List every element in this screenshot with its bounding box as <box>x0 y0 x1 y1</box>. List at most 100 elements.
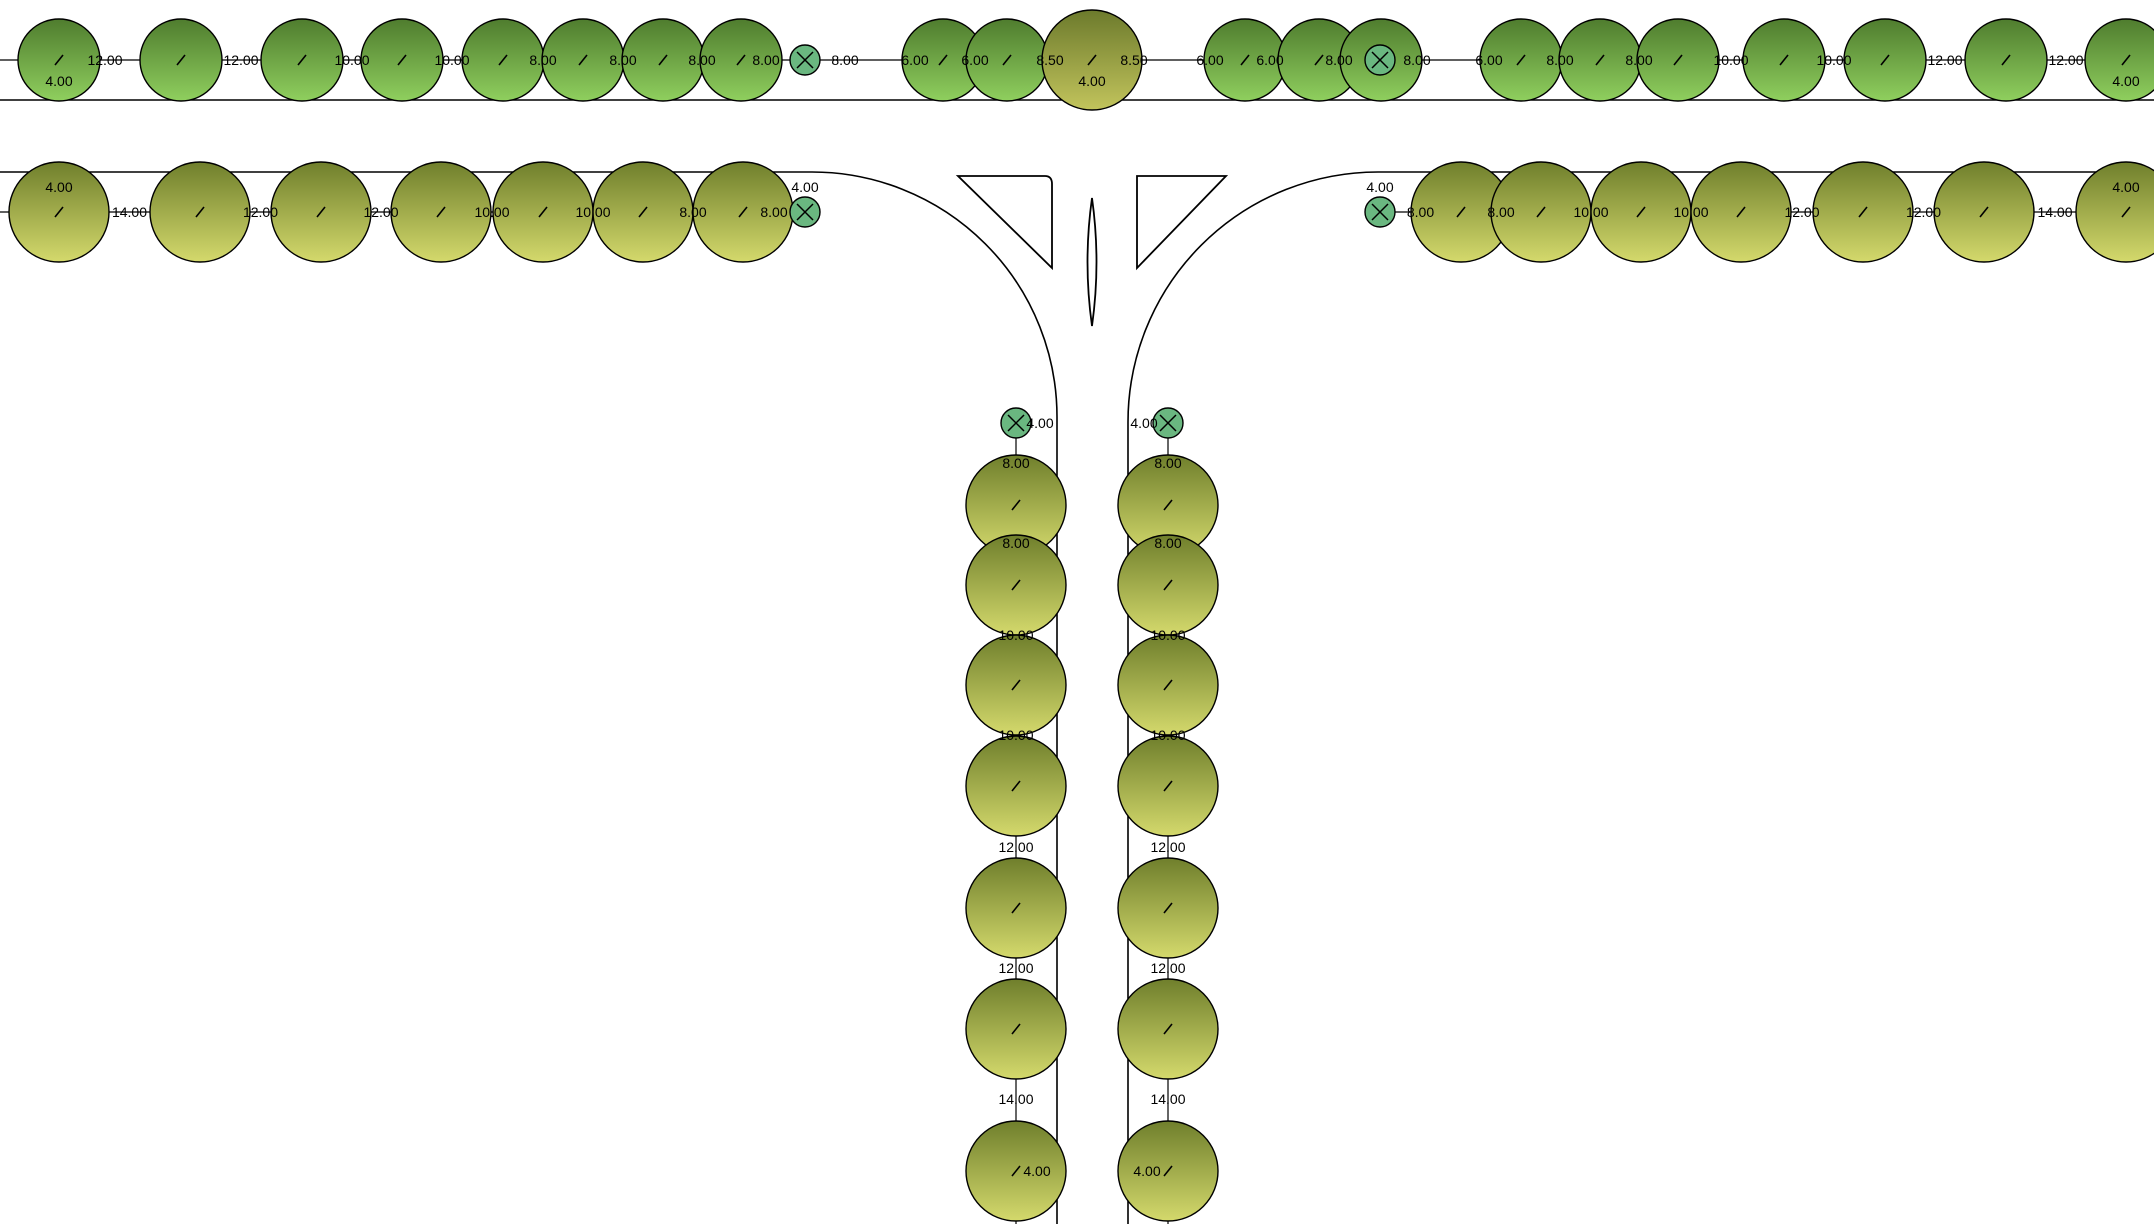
center-mark <box>1163 499 1173 511</box>
end-label: 4.00 <box>45 73 72 89</box>
second-row-left-tree <box>390 161 492 263</box>
second-row-right-tree <box>1410 161 1512 263</box>
spacing-label: 8.50 <box>1036 52 1063 68</box>
spacing-label: 10.00 <box>1573 204 1608 220</box>
center-mark <box>1536 206 1546 218</box>
second-row-left-tree <box>8 161 110 263</box>
center-mark <box>1163 780 1173 792</box>
spacing-label: 10.00 <box>1673 204 1708 220</box>
tree-rows <box>0 9 2154 1224</box>
spacing-label: 10.00 <box>434 52 469 68</box>
column-right-tree <box>1117 978 1219 1080</box>
spacing-label: 12.00 <box>1906 204 1941 220</box>
spacing-label: 8.00 <box>1403 52 1430 68</box>
spacing-label: 8.00 <box>752 52 779 68</box>
center-mark <box>1880 54 1890 66</box>
center-mark <box>538 206 548 218</box>
center-mark <box>1163 579 1173 591</box>
curb-return-right <box>1127 171 1379 1224</box>
dimension-labels: 12.00 12.00 10.00 10.00 8.00 8.00 8.00 8.00 8.00… <box>45 52 2139 1179</box>
spacing-label: 14.00 <box>112 204 147 220</box>
center-mark <box>1163 902 1173 914</box>
center-mark <box>2121 206 2131 218</box>
end-label: 4.00 <box>1366 179 1393 195</box>
column-right-tree <box>1117 857 1219 959</box>
spacing-label: 10.00 <box>1816 52 1851 68</box>
column-left-tree <box>965 978 1067 1080</box>
spacing-label: 6.00 <box>1196 52 1223 68</box>
spacing-label: 6.00 <box>1256 52 1283 68</box>
top-row-tree <box>1742 18 1826 102</box>
center-mark <box>1736 206 1746 218</box>
top-row-tree <box>1636 18 1720 102</box>
column-left-tree <box>965 634 1067 736</box>
spacing-label: 10.00 <box>575 204 610 220</box>
spacing-label: 8.00 <box>1625 52 1652 68</box>
spacing-label: 8.00 <box>679 204 706 220</box>
end-label: 4.00 <box>45 179 72 195</box>
spacing-label: 14.00 <box>1150 1091 1185 1107</box>
spacing-label: 10.00 <box>474 204 509 220</box>
column-left-tree <box>965 735 1067 837</box>
top-row-tree <box>17 18 101 102</box>
spacing-label: 8.00 <box>1154 455 1181 471</box>
top-row-tree <box>965 18 1049 102</box>
spacing-label: 8.50 <box>1120 52 1147 68</box>
spacing-label: 10.00 <box>998 627 1033 643</box>
road-edges <box>0 99 2154 1224</box>
center-mark <box>1673 54 1683 66</box>
center-label: 4.00 <box>1078 73 1105 89</box>
traffic-islands <box>955 175 1229 327</box>
spacing-label: 8.00 <box>760 204 787 220</box>
spacing-label: 12.00 <box>998 839 1033 855</box>
curb-return-left <box>811 171 1058 1224</box>
center-mark <box>1011 499 1021 511</box>
column-left-tree <box>965 857 1067 959</box>
center-mark <box>1779 54 1789 66</box>
center-mark <box>436 206 446 218</box>
column-right-tree <box>1117 1120 1219 1222</box>
top-row-tree <box>139 18 223 102</box>
center-mark <box>316 206 326 218</box>
center-mark <box>54 206 64 218</box>
spacing-label: 8.00 <box>1487 204 1514 220</box>
spacing-label: 12.00 <box>1927 52 1962 68</box>
center-mark <box>195 206 205 218</box>
center-mark <box>736 54 746 66</box>
spacing-label: 12.00 <box>87 52 122 68</box>
center-mark <box>1516 54 1526 66</box>
center-mark <box>638 206 648 218</box>
center-mark <box>2001 54 2011 66</box>
center-mark <box>1163 1023 1173 1035</box>
spacing-label: 12.00 <box>1150 839 1185 855</box>
center-mark <box>1011 1023 1021 1035</box>
top-row-tree <box>2084 18 2154 102</box>
spacing-label: 8.00 <box>1546 52 1573 68</box>
second-row-left-tree <box>270 161 372 263</box>
center-mark <box>658 54 668 66</box>
end-label: 4.00 <box>2112 73 2139 89</box>
second-row-right-tree <box>2075 161 2154 263</box>
spacing-label: 8.00 <box>1154 535 1181 551</box>
spacing-label: 10.00 <box>334 52 369 68</box>
top-row-tree <box>260 18 344 102</box>
second-row-right-tree <box>1690 161 1792 263</box>
end-label: 4.00 <box>2112 179 2139 195</box>
end-label: 4.00 <box>1023 1163 1050 1179</box>
end-label: 4.00 <box>791 179 818 195</box>
top-row-tree <box>1964 18 2048 102</box>
center-mark <box>54 54 64 66</box>
center-mark <box>938 54 948 66</box>
spacing-label: 12.00 <box>998 960 1033 976</box>
center-mark <box>1163 1165 1173 1177</box>
center-mark <box>578 54 588 66</box>
spacing-label: 8.00 <box>688 52 715 68</box>
accent-tree <box>789 44 821 76</box>
spacing-label: 12.00 <box>1784 204 1819 220</box>
second-row-left-tree <box>149 161 251 263</box>
center-mark <box>297 54 307 66</box>
accent-tree <box>1152 407 1184 439</box>
center-mark <box>1979 206 1989 218</box>
island-right <box>1136 175 1229 271</box>
column-right-tree <box>1117 735 1219 837</box>
